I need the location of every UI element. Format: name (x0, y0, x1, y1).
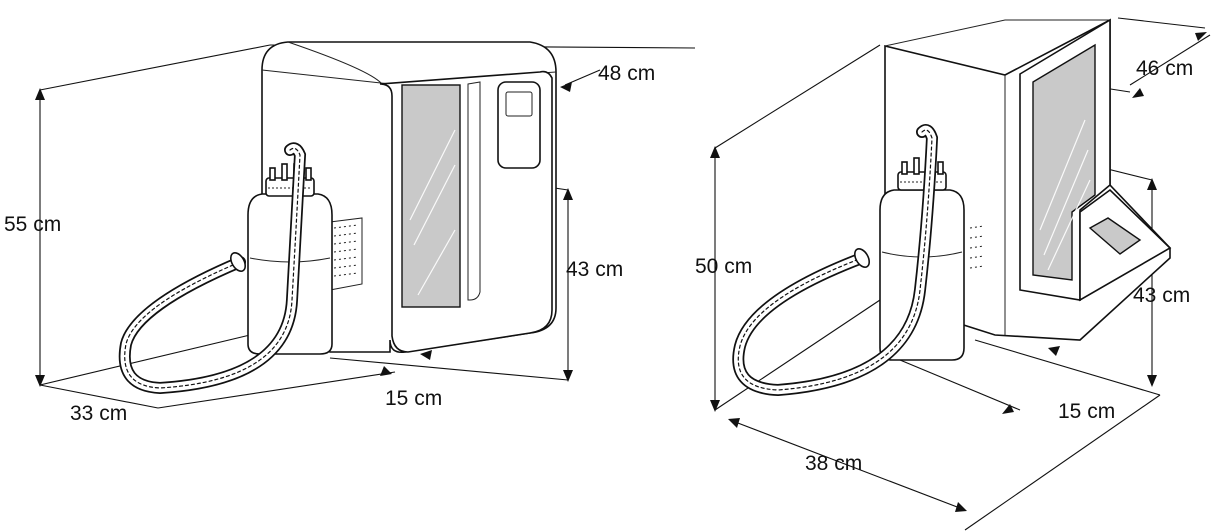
right-unit: 50 cm 46 cm 43 cm 38 cm 15 cm (695, 17, 1211, 531)
right-height-label: 50 cm (695, 255, 752, 278)
left-cabinet (261, 41, 557, 354)
right-hose (732, 124, 939, 397)
arrow-icon (1147, 375, 1157, 387)
arrow-icon (1147, 178, 1157, 190)
arrow-icon (1048, 346, 1060, 356)
arrow-icon (35, 88, 45, 100)
left-unit: 55 cm 48 cm 43 cm 33 cm 15 cm (4, 41, 696, 425)
left-control-panel (497, 81, 541, 169)
arrow-icon (563, 370, 573, 382)
arrow-icon (710, 146, 720, 158)
left-window (401, 84, 461, 308)
arrow-icon (380, 366, 392, 376)
right-base-label: 15 cm (1058, 400, 1115, 423)
arrow-icon (35, 375, 45, 387)
arrow-icon (560, 82, 572, 92)
left-front-height-label: 43 cm (566, 258, 623, 281)
arrow-icon (1002, 404, 1014, 414)
left-depth-label: 48 cm (598, 62, 655, 85)
arrow-icon (1132, 88, 1144, 98)
left-height-label: 55 cm (4, 213, 61, 236)
right-depth-label: 46 cm (1136, 57, 1193, 80)
arrow-icon (1195, 32, 1207, 41)
arrow-icon (420, 350, 432, 360)
right-front-height-label: 43 cm (1133, 284, 1190, 307)
arrow-icon (563, 188, 573, 200)
arrow-icon (710, 400, 720, 412)
right-window (1032, 43, 1096, 281)
left-width-label: 33 cm (70, 402, 127, 425)
arrow-icon (728, 418, 740, 428)
arrow-icon (955, 502, 967, 512)
right-width-label: 38 cm (805, 452, 862, 475)
left-hose (118, 142, 307, 395)
left-base-label: 15 cm (385, 387, 442, 410)
